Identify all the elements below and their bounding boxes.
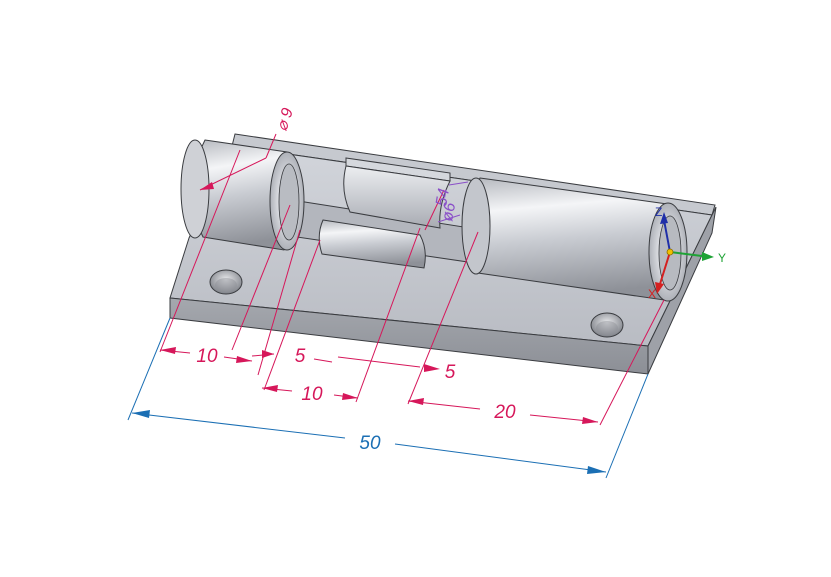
dim-50-overall[interactable]: 50	[127, 317, 649, 479]
mount-hole-right[interactable]	[590, 312, 624, 338]
dim-10-left[interactable]: 10	[159, 346, 253, 367]
plate-right-face	[647, 206, 717, 375]
pmi-annotation[interactable]: 54 ø6	[433, 181, 469, 223]
pmi-54-text: 54	[433, 187, 453, 208]
dim-5-left-text: 5	[295, 346, 306, 367]
center-lower-knuckle[interactable]	[318, 219, 426, 269]
dim-5-left[interactable]: 5	[251, 346, 333, 367]
dim-50-text: 50	[359, 433, 381, 454]
dim-20-text: 20	[493, 402, 516, 423]
dim-10-left-text: 10	[196, 346, 218, 367]
triad-x-label: X	[648, 287, 656, 301]
dim-5-right[interactable]: 5	[337, 356, 456, 383]
mount-hole-left[interactable]	[209, 269, 243, 295]
dim-10-center[interactable]: 10	[261, 384, 359, 405]
coordinate-triad[interactable]: Z Y X	[648, 205, 726, 301]
dim-10-center-text: 10	[301, 384, 323, 405]
triad-y-label: Y	[718, 251, 726, 265]
triad-z-label: Z	[655, 205, 662, 219]
dim-diameter-text: ⌀ 9	[274, 106, 297, 133]
pmi-d6-text: ø6	[439, 201, 459, 222]
dim-diameter[interactable]: ⌀ 9	[200, 106, 297, 190]
dim-5-right-text: 5	[445, 362, 456, 383]
hinge-part[interactable]	[169, 133, 717, 375]
left-knuckle[interactable]	[180, 139, 305, 251]
center-upper-block[interactable]	[343, 157, 451, 229]
dim-20[interactable]: 20	[407, 398, 599, 424]
